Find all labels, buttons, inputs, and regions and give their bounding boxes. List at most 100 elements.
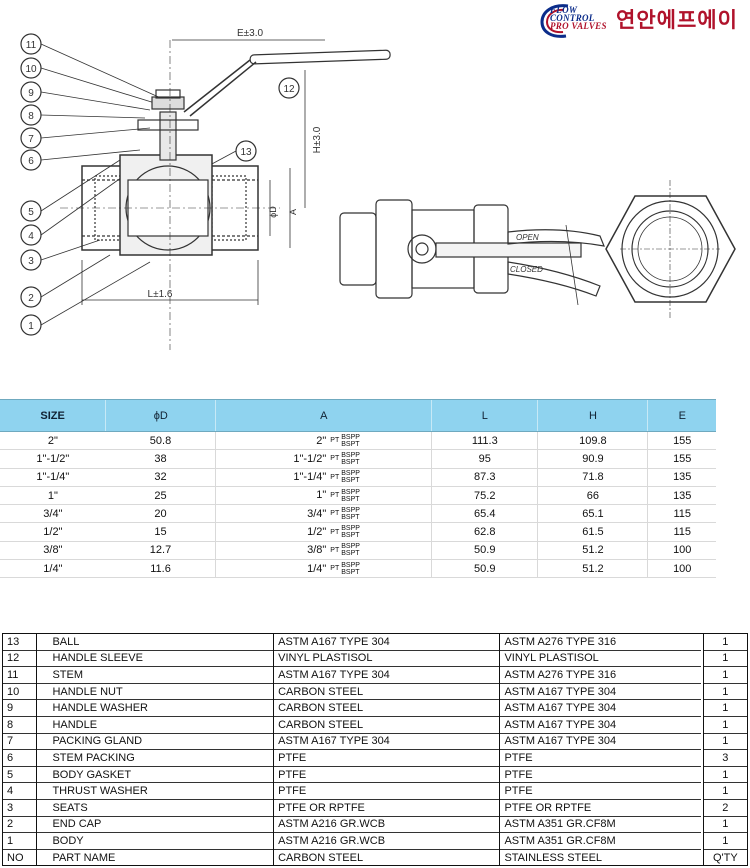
- parts-cell-no: 1: [1, 832, 37, 850]
- parts-cell-m1: ASTM A216 GR.WCB: [273, 815, 500, 833]
- parts-cell-part: END CAP: [36, 815, 274, 833]
- size-cell-d: 11.6: [105, 559, 216, 579]
- balloon-7: 7: [20, 127, 42, 149]
- parts-cell-no: 6: [1, 749, 37, 767]
- col-header-a: A: [215, 399, 432, 432]
- thread-pt-label: PT: [330, 528, 340, 536]
- parts-cell-m2: PTFE: [499, 765, 701, 783]
- parts-cell-part: BODY GASKET: [36, 765, 274, 783]
- parts-cell-m1: VINYL PLASTISOL: [273, 649, 500, 667]
- size-cell-l: 50.9: [431, 541, 538, 561]
- thread-bspt-label: BSPT: [341, 477, 360, 485]
- parts-cell-m1: CARBON STEEL: [273, 699, 500, 717]
- valve-technical-drawing: 11 10 9 8 7 6 5 4 3 2 1 12 13: [20, 28, 736, 350]
- size-cell-d: 38: [105, 449, 216, 469]
- parts-cell-part: BODY: [36, 832, 274, 850]
- svg-text:L±1.6: L±1.6: [148, 289, 173, 300]
- parts-cell-qty: 1: [702, 732, 749, 750]
- logo-line-1: FLOW: [550, 5, 578, 15]
- thread-bspt-label: BSPT: [341, 513, 360, 521]
- thread-bspp-label: BSPP: [341, 561, 360, 569]
- parts-cell-no: 10: [1, 682, 37, 700]
- parts-cell-m2: PTFE: [499, 782, 701, 800]
- parts-cell-qty: Q'TY: [702, 848, 749, 867]
- a-size-value: 1": [316, 489, 327, 502]
- parts-cell-no: 8: [1, 715, 37, 734]
- parts-cell-part: HANDLE WASHER: [36, 699, 274, 717]
- size-cell-l: 50.9: [431, 559, 538, 579]
- parts-cell-part: THRUST WASHER: [36, 782, 274, 800]
- parts-cell-m2: ASTM A167 TYPE 304: [499, 699, 701, 717]
- balloon-3: 3: [20, 249, 42, 271]
- size-cell-h: 71.8: [537, 468, 648, 487]
- thread-bspp-label: BSPP: [341, 451, 360, 459]
- svg-text:5: 5: [28, 207, 34, 218]
- size-cell-size: 1"-1/4": [0, 468, 106, 487]
- logo-line-2: CONTROL: [550, 13, 595, 23]
- size-cell-size: 1": [0, 486, 106, 506]
- parts-cell-qty: 1: [702, 815, 749, 833]
- parts-cell-m1: CARBON STEEL: [273, 682, 500, 700]
- balloon-8: 8: [20, 104, 42, 126]
- parts-cell-part: PACKING GLAND: [36, 732, 274, 750]
- size-cell-e: 115: [647, 522, 716, 542]
- balloon-5: 5: [20, 200, 42, 222]
- thread-bspp-label: BSPP: [341, 525, 360, 533]
- a-size-value: 3/8": [307, 544, 327, 557]
- parts-cell-qty: 1: [702, 649, 749, 667]
- a-size-value: 1/2": [307, 526, 327, 539]
- parts-cell-gap: [700, 849, 704, 867]
- parts-cell-m2: VINYL PLASTISOL: [499, 649, 701, 667]
- size-cell-h: 66: [537, 486, 648, 506]
- thread-pt-label: PT: [330, 565, 340, 573]
- parts-cell-part: HANDLE SLEEVE: [36, 649, 274, 667]
- svg-text:8: 8: [28, 111, 34, 122]
- balloon-11: 11: [20, 33, 42, 55]
- svg-text:4: 4: [28, 231, 34, 242]
- logo-korean-name: 연안에프에이: [616, 8, 738, 32]
- svg-text:OPEN: OPEN: [516, 233, 539, 242]
- size-cell-h: 65.1: [537, 504, 648, 524]
- size-cell-e: 135: [647, 486, 716, 506]
- size-cell-size: 2": [0, 431, 106, 451]
- svg-text:3: 3: [28, 256, 34, 267]
- parts-cell-m2: ASTM A167 TYPE 304: [499, 682, 701, 700]
- logo-line-3: PRO VALVES: [550, 21, 607, 31]
- parts-cell-part: HANDLE NUT: [36, 682, 274, 700]
- thread-bspp-label: BSPP: [341, 488, 360, 496]
- size-cell-l: 62.8: [431, 522, 538, 542]
- parts-cell-m1: ASTM A167 TYPE 304: [273, 666, 500, 684]
- size-cell-d: 20: [105, 504, 216, 524]
- size-cell-h: 109.8: [537, 431, 648, 451]
- svg-text:7: 7: [28, 134, 34, 145]
- parts-cell-no: 13: [1, 633, 37, 651]
- size-cell-e: 100: [647, 541, 716, 561]
- parts-cell-m1: ASTM A167 TYPE 304: [273, 732, 500, 750]
- parts-cell-m2: PTFE: [499, 749, 701, 767]
- size-cell-d: 15: [105, 522, 216, 542]
- a-size-value: 1"-1/4": [293, 471, 327, 484]
- svg-text:2: 2: [28, 293, 34, 304]
- parts-cell-part: PART NAME: [36, 848, 274, 867]
- size-cell-e: 155: [647, 449, 716, 469]
- thread-bspp-label: BSPP: [341, 543, 360, 551]
- thread-bspp-label: BSPP: [341, 470, 360, 478]
- svg-text:CLOSED: CLOSED: [510, 265, 543, 274]
- svg-text:6: 6: [28, 156, 34, 167]
- size-cell-d: 12.7: [105, 541, 216, 561]
- col-header-e: E: [647, 399, 716, 432]
- parts-cell-part: SEATS: [36, 798, 274, 817]
- col-header-d: ϕD: [105, 399, 216, 432]
